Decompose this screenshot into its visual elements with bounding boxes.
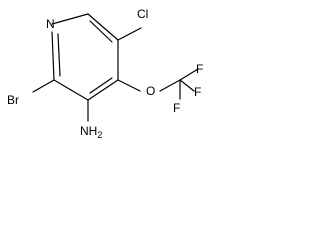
- bond-o-cf3: [159, 79, 181, 92]
- atom-label-oxygen: O: [146, 84, 155, 98]
- amine-main-label: NH: [80, 124, 97, 138]
- atom-label-fluorine-right: F: [194, 85, 201, 99]
- bond-c3-c2: [53, 79, 89, 101]
- structure-canvas: N Br Cl NH2 O F F F: [0, 0, 230, 140]
- bond-c5-cl: [117, 27, 142, 41]
- double-bond-c2-n: [57, 33, 61, 77]
- atom-label-amine: NH2: [80, 124, 102, 140]
- bond-c2-br: [32, 79, 55, 93]
- atom-label-chlorine: Cl: [137, 7, 148, 21]
- amine-subscript: 2: [97, 130, 102, 140]
- double-bond-c6-c5: [89, 20, 113, 43]
- bond-cf3-f-top: [179, 68, 199, 81]
- double-bond-c4-c3: [89, 77, 113, 94]
- atom-label-fluorine-bottom: F: [173, 101, 180, 115]
- bond-c4-c3: [87, 79, 119, 101]
- bond-cf3-f-right: [179, 79, 195, 92]
- chemical-structure-diagram: N Br Cl NH2 O F F F: [7, 7, 203, 140]
- atom-label-fluorine-top: F: [196, 62, 203, 76]
- bonds: [32, 13, 199, 122]
- bond-n-c6: [51, 13, 89, 25]
- bond-c6-c5: [87, 13, 119, 41]
- bond-c2-n: [51, 31, 55, 81]
- atom-label-bromine: Br: [7, 93, 19, 107]
- bond-c4-o: [117, 79, 141, 92]
- atom-label-nitrogen: N: [46, 17, 55, 31]
